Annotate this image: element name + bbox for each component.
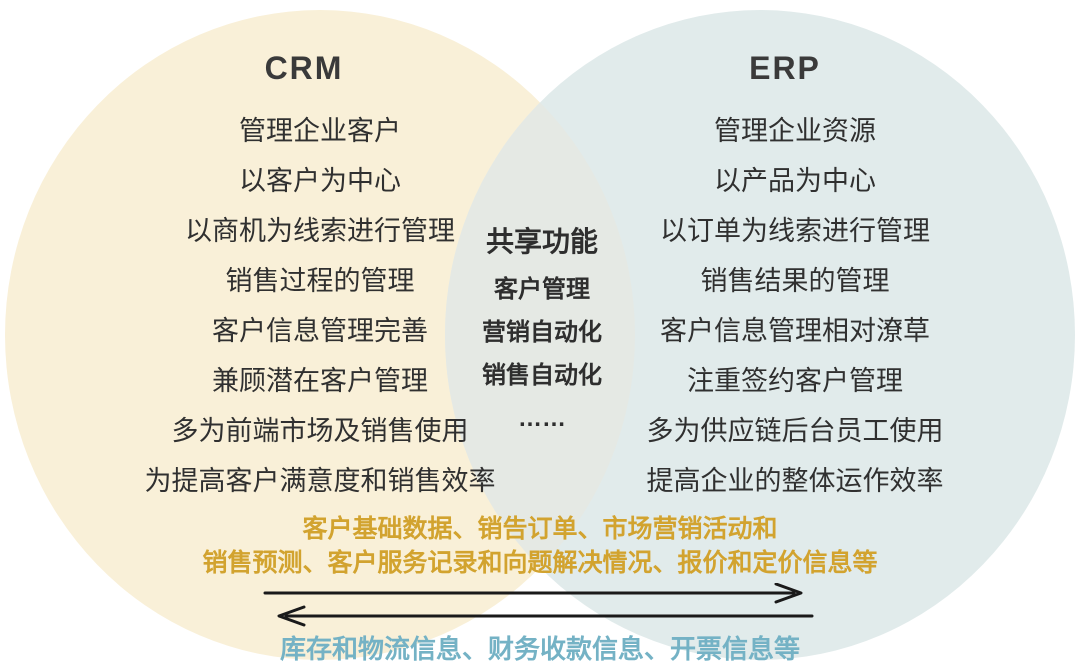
arrow-left-icon bbox=[277, 605, 814, 627]
crm-title: CRM bbox=[264, 50, 344, 86]
shared-item: 营销自动化 bbox=[482, 319, 602, 346]
crm-item: 客户信息管理完善 bbox=[212, 316, 428, 346]
crm-item: 多为前端市场及销售使用 bbox=[171, 416, 469, 446]
erp-item: 销售结果的管理 bbox=[700, 266, 890, 296]
crm-item: 销售过程的管理 bbox=[225, 266, 415, 296]
crm-item: 兼顾潜在客户管理 bbox=[212, 366, 428, 396]
flow-arrows bbox=[263, 583, 814, 627]
crm-item: 为提高客户满意度和销售效率 bbox=[144, 466, 496, 496]
crm-to-erp-flow-line2: 销售预测、客户服务记录和向题解决情况、报价和定价信息等 bbox=[202, 549, 878, 577]
shared-item: 客户管理 bbox=[494, 276, 590, 303]
crm-item: 以商机为线索进行管理 bbox=[185, 216, 455, 246]
erp-item: 注重签约客户管理 bbox=[687, 366, 903, 396]
erp-item-list: 管理企业资源 以产品为中心 以订单为线索进行管理 销售结果的管理 客户信息管理相… bbox=[610, 106, 980, 506]
shared-functions-title: 共享功能 bbox=[485, 226, 598, 257]
erp-item: 以订单为线索进行管理 bbox=[660, 216, 930, 246]
erp-item: 管理企业资源 bbox=[714, 116, 876, 146]
crm-to-erp-flow-line1: 客户基础数据、销告订单、市场营销活动和 bbox=[302, 515, 778, 543]
crm-item: 管理企业客户 bbox=[239, 116, 401, 146]
erp-item: 以产品为中心 bbox=[714, 166, 876, 196]
shared-item: 销售自动化 bbox=[482, 362, 602, 389]
ellipsis-label: …… bbox=[518, 405, 566, 432]
shared-item-list: 客户管理 营销自动化 销售自动化 …… bbox=[442, 268, 642, 440]
erp-item: 多为供应链后台员工使用 bbox=[646, 416, 944, 446]
arrow-right-icon bbox=[263, 583, 803, 604]
crm-item: 以客户为中心 bbox=[239, 166, 401, 196]
erp-item: 提高企业的整体运作效率 bbox=[646, 466, 944, 496]
erp-to-crm-flow-text: 库存和物流信息、财务收款信息、开票信息等 bbox=[279, 634, 800, 664]
crm-to-erp-flow-text: 客户基础数据、销告订单、市场营销活动和 销售预测、客户服务记录和向题解决情况、报… bbox=[90, 512, 990, 580]
erp-item: 客户信息管理相对潦草 bbox=[660, 316, 930, 346]
erp-title: ERP bbox=[749, 50, 821, 86]
crm-item-list: 管理企业客户 以客户为中心 以商机为线索进行管理 销售过程的管理 客户信息管理完… bbox=[30, 106, 610, 506]
